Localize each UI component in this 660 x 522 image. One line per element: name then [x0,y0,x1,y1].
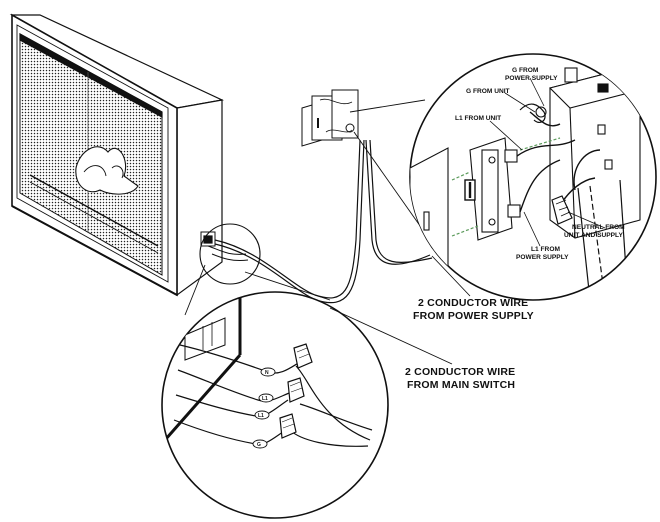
leader-neutral [567,211,606,229]
ground-wire-dash-3 [519,137,561,151]
cable-power-supply-2 [369,139,433,264]
leader-l1-supply [523,211,541,247]
box-knockout-2 [604,159,613,170]
fireplace-header-bar [19,32,163,119]
electrical-box-edge [569,107,576,239]
detail-supply-cable [295,365,371,441]
fireplace-grate [29,174,159,247]
fireplace-side [176,99,223,297]
wirenut-rib-2 [558,206,569,211]
small-switch-wires [319,98,353,133]
tag-oval-l2 [254,410,270,420]
switch-screw-top [488,156,496,164]
label-neutral-2: UNIT AND SUPPLY [564,232,623,239]
cable-into-box [573,149,601,191]
cable-power-supply [365,139,431,265]
unit-junction-wires [207,245,249,261]
detail-wirenut-2 [287,377,305,403]
label-g-from-power-supply-2: POWER SUPPLY [505,75,558,82]
box-tab [564,67,578,83]
wire-tag-n: N [265,370,269,376]
wire-tag-l1: L1 [262,396,268,402]
unit-junction-detail-zoom: N L1 L1 G [161,291,389,519]
switch-leader-lines [489,77,606,247]
label-main-switch-wire-1: 2 CONDUCTOR WIRE [405,366,515,378]
label-g-from-power-supply-1: G FROM [512,67,539,74]
unit-detail-circle [161,291,389,519]
leader-power-supply [431,255,471,297]
fireplace-unit [9,13,224,297]
fireplace-inner-frame [16,24,169,283]
detail-box-edge [163,354,242,441]
leader-main-switch [329,307,453,365]
switch-terminal-bottom [507,204,521,218]
leader-l1-unit [489,120,523,151]
supply-cable-1 [577,187,591,300]
wire-g-from-unit [529,111,561,127]
ground-screw-wire [519,103,546,124]
detail-wire-l1a [177,369,293,402]
label-l1-from-power-1: L1 FROM [531,246,560,253]
fireplace-logs [75,146,139,195]
detail-wirenut-3 [279,413,297,439]
fireplace-bottom-lip [11,205,178,296]
zoom-line-unit-2 [244,271,331,301]
zoom-line-switch-1 [349,99,426,113]
switch-detail-zoom [409,53,657,301]
switch-terminal-top [504,149,518,163]
leader-g-supply [529,77,545,107]
cable-unit-to-switch [214,139,361,299]
label-l1-from-unit: L1 FROM UNIT [455,115,501,122]
zoom-line-unit-1 [184,264,206,316]
tag-oval-g [252,439,268,449]
unit-junction-highlight [199,223,261,285]
wirenut-rib-1 [555,199,567,205]
wall-plate-slot [423,211,430,231]
box-knockout-1 [597,124,606,135]
cable-unit-to-switch-2 [214,139,365,304]
small-switch-box [331,89,359,139]
ground-wire-dash-1 [451,171,471,181]
wire-l1-from-unit [516,139,576,157]
neutral-wirenut [551,195,573,225]
tag-oval-n [260,367,276,377]
detail-supply-cable-2 [299,403,373,431]
ground-screw [535,106,547,118]
zoom-line-switch-2 [353,131,431,241]
wire-tag-l2: L1 [258,413,264,419]
switch-screw-bottom [488,218,496,226]
label-power-supply-wire-1: 2 CONDUCTOR WIRE [418,297,528,309]
label-l1-from-power-2: POWER SUPPLY [516,254,569,261]
tag-oval-l1 [258,393,274,403]
small-switch-wirenut [345,123,355,133]
label-power-supply-wire-2: FROM POWER SUPPLY [413,310,534,322]
label-neutral-1: NEUTRAL FROM [572,224,625,231]
fireplace-logs-detail [83,165,124,179]
switch-yoke [481,149,499,233]
wire-tag-g: G [257,442,261,448]
wall-switch-small [301,89,359,147]
wire-l1-from-supply [519,159,561,213]
box-tab-2 [597,83,609,93]
leader-g-unit [504,92,536,113]
labels: G FROM POWER SUPPLY G FROM UNIT L1 FROM … [329,67,625,391]
detail-wirenut-1 [293,343,313,369]
label-main-switch-wire-2: FROM MAIN SWITCH [407,379,515,391]
fireplace-grate-2 [29,181,159,254]
label-g-from-unit: G FROM UNIT [466,88,510,95]
wirenut-rib-3 [560,211,571,217]
